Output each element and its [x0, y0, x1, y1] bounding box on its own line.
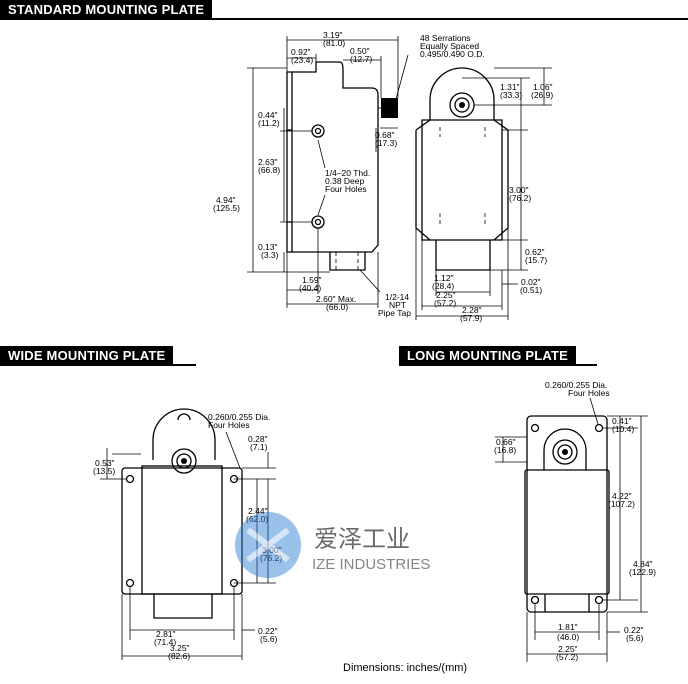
dim-2-81-mm: (71.4): [154, 637, 176, 647]
npt-size: 1/2-14: [385, 292, 409, 302]
dim-0-22-long: 0.22": [624, 625, 644, 635]
dim-0-53: 0.53": [95, 458, 115, 468]
dim-0-02-mm: (0.51): [520, 285, 542, 295]
dim-0-92: 0.92": [291, 47, 311, 57]
wide-hole-dia: 0.260/0.255 Dia.: [208, 412, 270, 422]
dim-0-68: 0.68": [375, 130, 395, 140]
dim-0-28-mm: (7.1): [250, 442, 268, 452]
long-hole-count: Four Holes: [568, 388, 610, 398]
dim-3-00-wide: 3.00": [262, 545, 282, 555]
header-wide-mounting-plate: WIDE MOUNTING PLATE: [0, 346, 174, 366]
dim-0-13-mm: (3.3): [261, 250, 279, 260]
dim-0-62: 0.62": [525, 247, 545, 257]
dim-1-59: 1.59": [302, 275, 322, 285]
dim-0-44: 0.44": [258, 110, 278, 120]
dim-0-50-mm: (12.7): [350, 54, 372, 64]
dim-1-12-mm: (28.4): [432, 281, 454, 291]
dim-0-41-mm: (10.4): [612, 424, 634, 434]
dim-3-19-mm: (81.0): [323, 38, 345, 48]
thread-holes: Four Holes: [325, 184, 367, 194]
dim-0-44-mm: (11.2): [258, 118, 280, 128]
dim-4-94-mm: (125.5): [213, 203, 240, 213]
dim-0-02: 0.02": [521, 277, 541, 287]
wide-hole-count: Four Holes: [208, 420, 250, 430]
watermark-en: IZE INDUSTRIES: [312, 556, 430, 573]
dim-2-60-mm: (66.0): [326, 302, 348, 312]
dim-2-28-mm: (57.9): [460, 313, 482, 323]
dim-2-25-long: 2.25": [558, 644, 578, 654]
long-dimension-labels: 0.260/0.255 Dia. Four Holes 0.41" (10.4)…: [494, 380, 656, 662]
dim-2-60-max: 2.60" Max.: [316, 294, 356, 304]
dim-1-06-mm: (26.9): [531, 90, 553, 100]
dim-3-25-mm: (82.6): [168, 651, 190, 661]
standard-side-view: [247, 36, 409, 308]
dim-1-81-mm: (46.0): [557, 632, 579, 642]
dim-2-25: 2.25": [436, 290, 456, 300]
dim-0-66-mm: (16.8): [494, 445, 516, 455]
dim-0-66: 0.66": [496, 437, 516, 447]
dim-3-00-mm: (76.2): [509, 193, 531, 203]
dim-0-62-mm: (15.7): [525, 255, 547, 265]
watermark-cn: 爱泽工业: [314, 525, 410, 553]
long-hole-dia: 0.260/0.255 Dia.: [545, 380, 607, 390]
long-plate-view: [495, 397, 648, 662]
dim-1-81: 1.81": [558, 622, 578, 632]
dim-3-25: 3.25": [170, 643, 190, 653]
dim-1-31-mm: (33.3): [500, 90, 522, 100]
dim-3-00: 3.00": [509, 185, 529, 195]
dim-0-41: 0.41": [612, 416, 632, 426]
header-rule-wide: [0, 364, 196, 366]
dim-1-31: 1.31": [500, 82, 520, 92]
dim-4-84: 4.84": [633, 559, 653, 569]
dim-0-22-wide-mm: (5.6): [260, 634, 278, 644]
dim-1-59-mm: (40.4): [299, 283, 321, 293]
footer-units-note: Dimensions: inches/(mm): [343, 662, 468, 674]
serrations-od: 0.495/0.490 O.D.: [420, 49, 485, 59]
watermark: 爱泽工业 IZE INDUSTRIES: [235, 512, 430, 578]
dim-4-22: 4.22": [612, 491, 632, 501]
serrations-spacing: Equally Spaced: [420, 41, 479, 51]
dim-4-22-mm: (107.2): [608, 499, 635, 509]
wide-plate-view: [100, 408, 276, 660]
header-long-mounting-plate: LONG MOUNTING PLATE: [399, 346, 576, 366]
dim-2-63-mm: (66.8): [258, 165, 280, 175]
dim-2-28: 2.28": [462, 305, 482, 315]
dim-0-50: 0.50": [350, 46, 370, 56]
dim-0-28: 0.28": [248, 434, 268, 444]
dim-0-13: 0.13": [258, 242, 278, 252]
dim-2-25-mm: (57.2): [434, 298, 456, 308]
dim-2-25-long-mm: (57.2): [556, 652, 578, 662]
npt-label: NPT: [389, 300, 406, 310]
header-rule-long: [399, 364, 597, 366]
dim-2-81: 2.81": [156, 629, 176, 639]
dim-0-22-long-mm: (5.6): [626, 633, 644, 643]
standard-dimension-labels: 3.19" (81.0) 0.92" (23.4) 0.50" (12.7) 4…: [213, 30, 553, 323]
dim-2-44: 2.44": [248, 506, 268, 516]
dim-0-53-mm: (13.5): [93, 466, 115, 476]
dim-2-63: 2.63": [258, 157, 278, 167]
dim-4-94: 4.94": [216, 195, 236, 205]
watermark-logo-icon: [235, 512, 301, 578]
serrated-shaft-icon: [381, 98, 398, 118]
dim-0-22-wide: 0.22": [258, 626, 278, 636]
dim-3-19: 3.19": [323, 30, 343, 40]
serrations-label: 48 Serrations: [420, 33, 471, 43]
thread-spec: 1/4–20 Thd.: [325, 168, 370, 178]
pipe-tap-label: Pipe Tap: [378, 308, 411, 318]
standard-front-view: [415, 67, 552, 320]
dim-4-84-mm: (122.9): [629, 567, 656, 577]
dim-0-92-mm: (23.4): [291, 55, 313, 65]
dim-2-44-mm: (62.0): [246, 514, 268, 524]
dim-1-06: 1.06": [533, 82, 553, 92]
header-standard-mounting-plate: STANDARD MOUNTING PLATE: [0, 0, 213, 20]
dim-3-00-wide-mm: (76.2): [260, 553, 282, 563]
wide-dimension-labels: 0.260/0.255 Dia. Four Holes 0.28" (7.1) …: [93, 412, 282, 661]
dim-1-12: 1.12": [434, 273, 454, 283]
dim-0-68-mm: (17.3): [375, 138, 397, 148]
thread-depth: 0.38 Deep: [325, 176, 364, 186]
header-rule-standard: [0, 18, 688, 20]
